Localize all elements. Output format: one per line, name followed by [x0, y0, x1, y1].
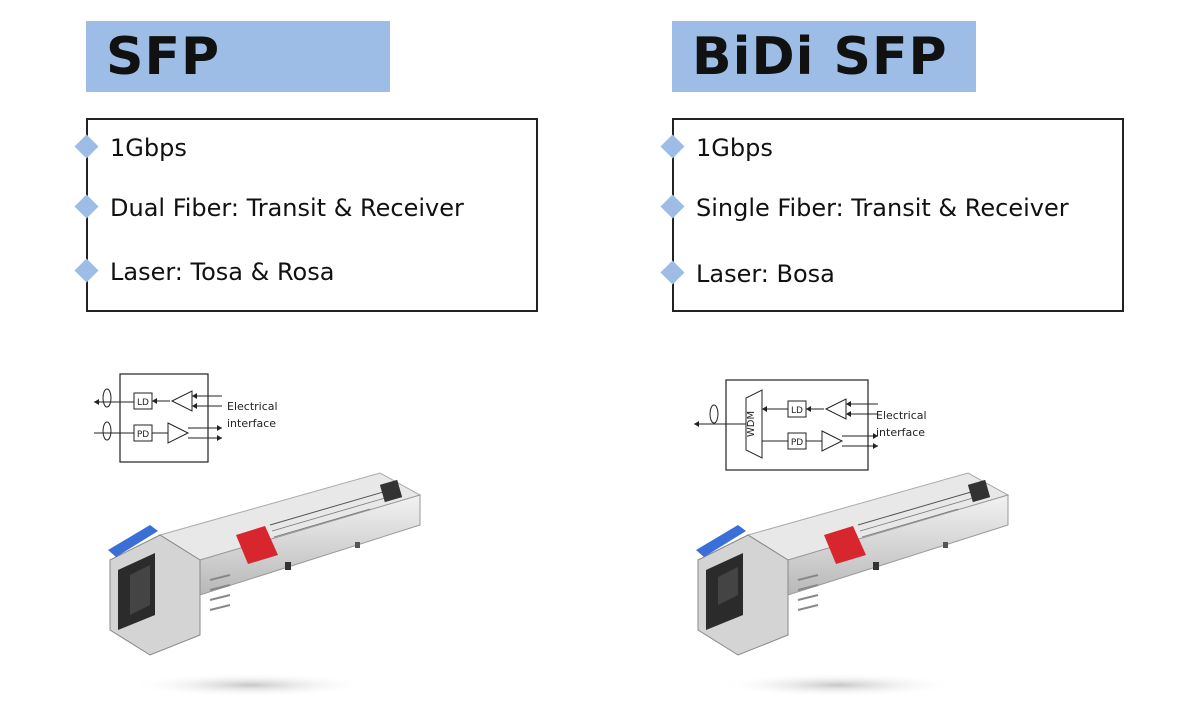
- diamond-bullet-icon: [660, 194, 685, 219]
- bidi-spec-box: 1Gbps Single Fiber: Transit & Receiver L…: [660, 118, 1124, 312]
- latch-icon: [108, 525, 158, 557]
- electrical-label: Electrical: [876, 409, 927, 422]
- red-label-icon: [236, 526, 278, 564]
- module-outline: [119, 373, 209, 463]
- pd-label: PD: [137, 430, 149, 440]
- sfp-spec-box: 1Gbps Dual Fiber: Transit & Receiver Las…: [74, 118, 538, 312]
- driver-amp-icon: [824, 398, 847, 420]
- diamond-bullet-icon: [74, 134, 99, 159]
- wdm-block: [745, 389, 763, 459]
- sfp-title-bar: SFP: [86, 21, 390, 92]
- diamond-bullet-icon: [74, 194, 99, 219]
- qr-code-icon: [379, 479, 403, 503]
- bidi-title: BiDi SFP: [692, 27, 948, 87]
- diamond-bullet-icon: [660, 134, 685, 159]
- sfp-title: SFP: [106, 27, 221, 87]
- diamond-bullet-icon: [74, 258, 99, 283]
- fiber-icon: [709, 404, 719, 424]
- spec-text: 1Gbps: [696, 134, 773, 162]
- qr-code-icon: [967, 479, 991, 503]
- spec-text: Single Fiber: Transit & Receiver: [696, 194, 1069, 222]
- ld-label: LD: [791, 406, 803, 416]
- spec-text: Laser: Tosa & Rosa: [110, 258, 335, 286]
- tia-amp-icon: [821, 430, 844, 452]
- electrical-label: Electrical: [227, 400, 278, 413]
- bidi-sfp-module-image: [688, 465, 1028, 700]
- interface-label: interface: [876, 426, 925, 439]
- sfp-panel: SFP 1Gbps Dual Fiber: Transit & Receiver…: [74, 21, 538, 700]
- spec-text: Laser: Bosa: [696, 260, 835, 288]
- pd-label: PD: [791, 438, 803, 448]
- red-label-icon: [824, 526, 866, 564]
- bidi-title-bar: BiDi SFP: [672, 21, 976, 92]
- sfp-module-image: [100, 465, 440, 700]
- sfp-block-diagram: LD PD Electrical interface: [88, 368, 288, 468]
- bidi-block-diagram: WDM LD PD Electrical interface: [692, 376, 932, 476]
- ld-label: LD: [137, 398, 149, 408]
- spec-text: 1Gbps: [110, 134, 187, 162]
- diamond-bullet-icon: [660, 260, 685, 285]
- driver-amp-icon: [170, 390, 193, 412]
- fiber-icon: [102, 421, 112, 441]
- bidi-sfp-panel: BiDi SFP 1Gbps Single Fiber: Transit & R…: [600, 0, 1200, 712]
- interface-label: interface: [227, 417, 276, 430]
- wdm-label: WDM: [746, 411, 757, 437]
- spec-text: Dual Fiber: Transit & Receiver: [110, 194, 464, 222]
- module-outline: [725, 379, 869, 471]
- fiber-icon: [102, 388, 112, 408]
- tia-amp-icon: [167, 422, 190, 444]
- latch-icon: [696, 525, 746, 557]
